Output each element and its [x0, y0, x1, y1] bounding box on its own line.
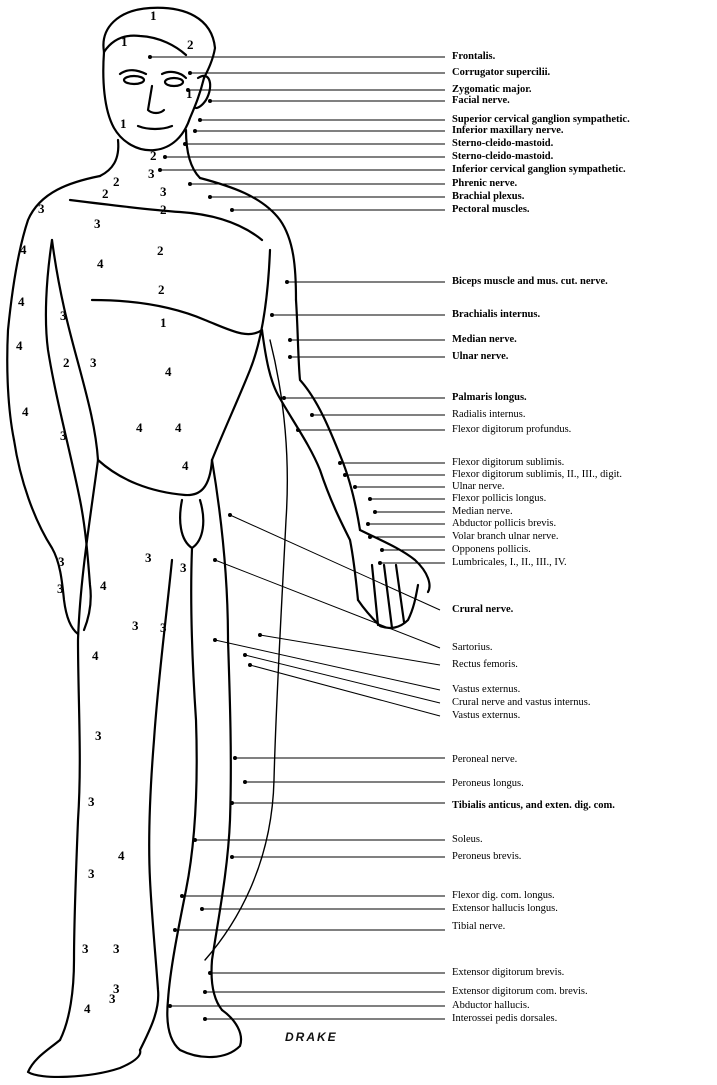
muscle-nerve-label: Pectoral muscles. [452, 204, 530, 215]
muscle-nerve-label: Radialis internus. [452, 409, 526, 420]
muscle-nerve-label: Peroneus longus. [452, 778, 524, 789]
muscle-nerve-label: Soleus. [452, 834, 483, 845]
muscle-nerve-label: Interossei pedis dorsales. [452, 1013, 557, 1024]
muscle-nerve-label: Biceps muscle and mus. cut. nerve. [452, 276, 608, 287]
muscle-nerve-label: Vastus externus. [452, 710, 520, 721]
muscle-nerve-label: Flexor digitorum sublimis. [452, 457, 564, 468]
muscle-nerve-label: Ulnar nerve. [452, 351, 508, 362]
muscle-nerve-label: Tibialis anticus, and exten. dig. com. [452, 800, 615, 811]
muscle-nerve-label: Sartorius. [452, 642, 493, 653]
muscle-nerve-label: Extensor hallucis longus. [452, 903, 558, 914]
muscle-nerve-label: Superior cervical ganglion sympathetic. [452, 114, 630, 125]
muscle-nerve-label: Inferior maxillary nerve. [452, 125, 564, 136]
muscle-nerve-label: Volar branch ulnar nerve. [452, 531, 559, 542]
muscle-nerve-label: Corrugator supercilii. [452, 67, 550, 78]
artist-signature: DRAKE [285, 1030, 338, 1044]
muscle-nerve-label: Rectus femoris. [452, 659, 518, 670]
muscle-nerve-label: Flexor digitorum sublimis, II., III., di… [452, 469, 622, 480]
muscle-nerve-label: Abductor hallucis. [452, 1000, 530, 1011]
muscle-nerve-label: Zygomatic major. [452, 84, 532, 95]
muscle-nerve-label: Tibial nerve. [452, 921, 505, 932]
muscle-nerve-label: Abductor pollicis brevis. [452, 518, 556, 529]
muscle-nerve-label: Flexor digitorum profundus. [452, 424, 571, 435]
muscle-nerve-label: Vastus externus. [452, 684, 520, 695]
muscle-nerve-label: Palmaris longus. [452, 392, 527, 403]
muscle-nerve-label: Lumbricales, I., II., III., IV. [452, 557, 567, 568]
muscle-nerve-label: Median nerve. [452, 334, 517, 345]
muscle-nerve-label: Flexor pollicis longus. [452, 493, 546, 504]
muscle-nerve-label: Sterno-cleido-mastoid. [452, 151, 553, 162]
muscle-nerve-label: Peroneus brevis. [452, 851, 521, 862]
muscle-nerve-label: Facial nerve. [452, 95, 510, 106]
muscle-nerve-label: Peroneal nerve. [452, 754, 517, 765]
muscle-nerve-label: Ulnar nerve. [452, 481, 504, 492]
muscle-nerve-label: Opponens pollicis. [452, 544, 531, 555]
muscle-nerve-label: Crural nerve. [452, 604, 513, 615]
muscle-nerve-label: Frontalis. [452, 51, 495, 62]
muscle-nerve-label: Extensor digitorum com. brevis. [452, 986, 588, 997]
muscle-nerve-label: Sterno-cleido-mastoid. [452, 138, 553, 149]
muscle-nerve-label: Brachialis internus. [452, 309, 540, 320]
muscle-nerve-label: Phrenic nerve. [452, 178, 517, 189]
muscle-nerve-label: Crural nerve and vastus internus. [452, 697, 591, 708]
muscle-nerve-label: Median nerve. [452, 506, 513, 517]
muscle-nerve-label: Extensor digitorum brevis. [452, 967, 564, 978]
muscle-nerve-label: Flexor dig. com. longus. [452, 890, 555, 901]
muscle-nerve-label: Brachial plexus. [452, 191, 524, 202]
muscle-nerve-label: Inferior cervical ganglion sympathetic. [452, 164, 626, 175]
